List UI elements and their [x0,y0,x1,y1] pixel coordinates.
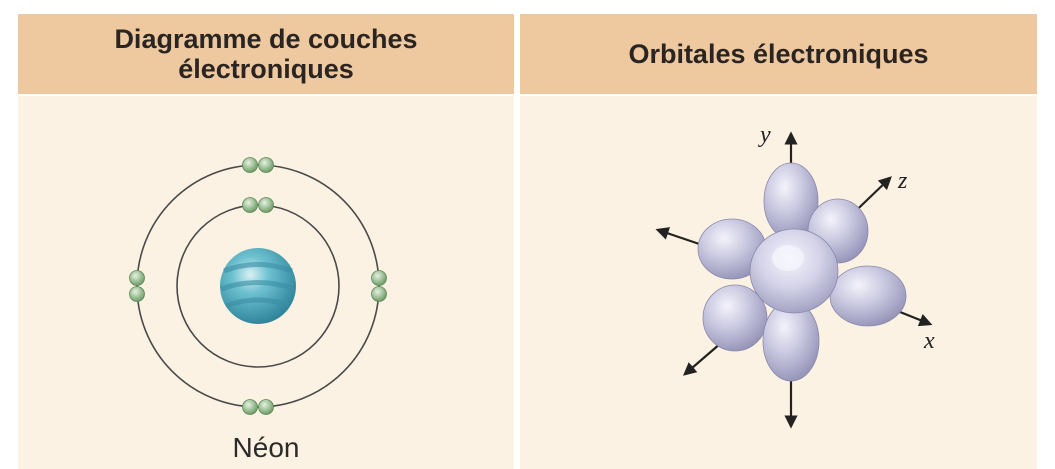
z-axis-label: z [897,168,908,194]
element-name-caption: Néon [18,432,514,464]
shell-diagram-title-line2: électroniques [114,54,417,84]
orbital-lobes [698,163,906,381]
nucleus [220,248,296,324]
y-axis-label: y [758,122,771,148]
shell-diagram-header: Diagramme de couches électroniques [18,14,514,94]
shell-diagram-panel: Néon [18,96,514,469]
shell-diagram-title-line1: Diagramme de couches [114,24,417,54]
x-axis-label: x [923,328,935,354]
orbital-diagram: y z x [520,96,1037,469]
orbitals-title: Orbitales électroniques [628,39,928,69]
orbitals-header: Orbitales électroniques [520,14,1037,94]
orbitals-panel: y z x [520,96,1037,469]
neon-shell-diagram [18,96,514,469]
